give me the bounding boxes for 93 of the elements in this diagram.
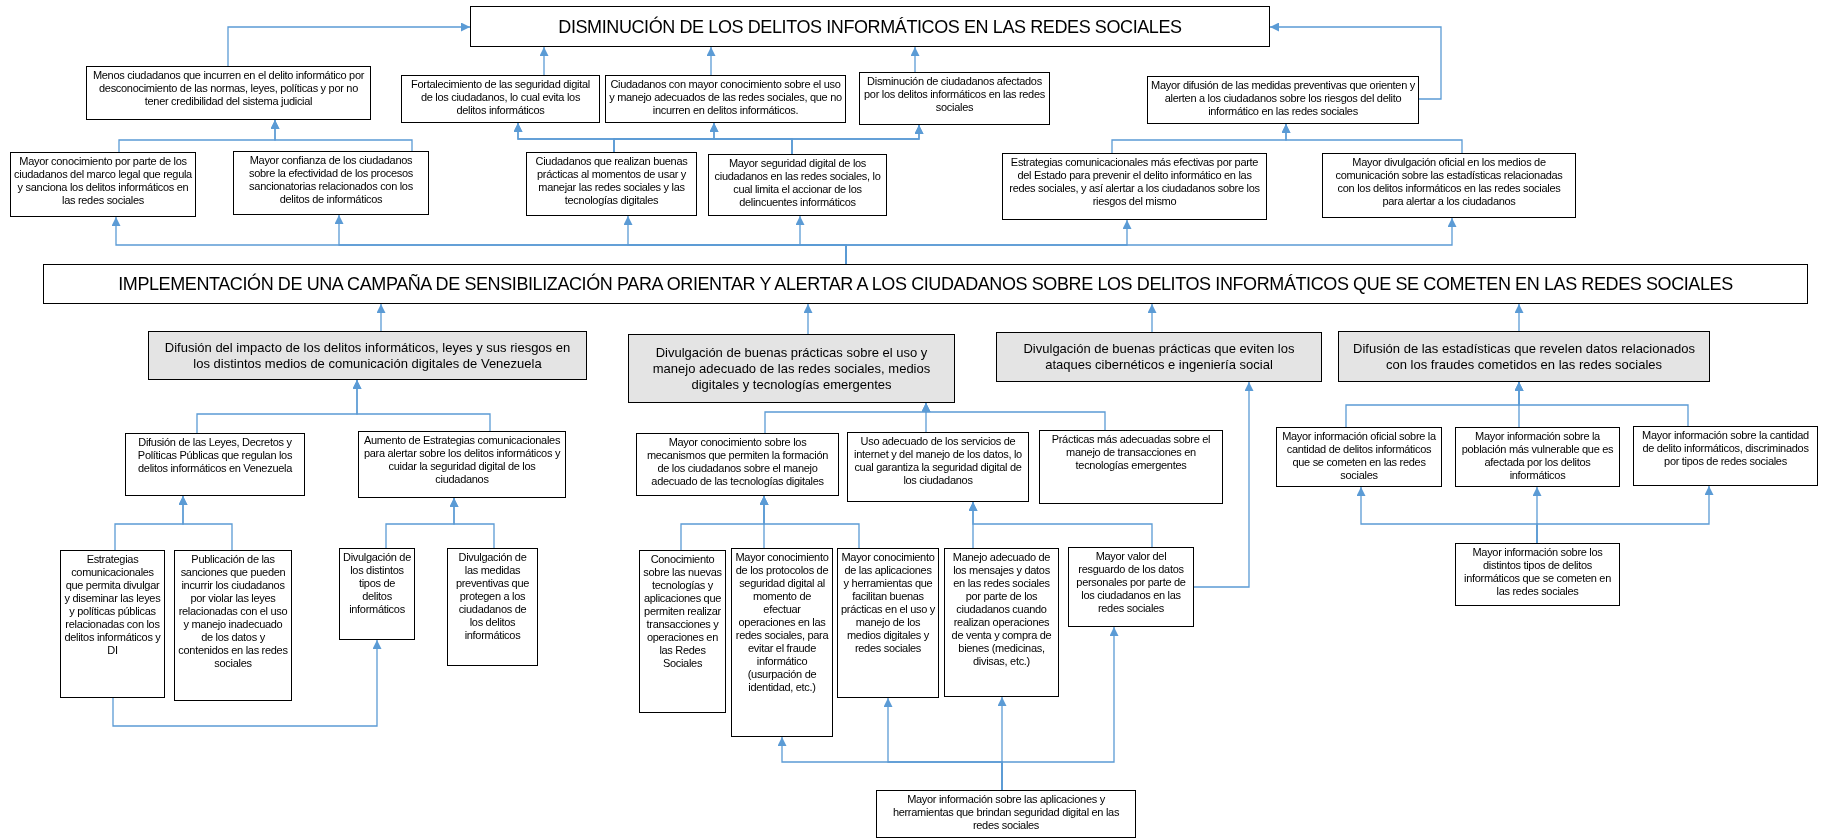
box-text: Estrategias comunicacionales más efectivas por parte del Estado para prevenir el delito informático en las redes sociales, y así alertar a los ciudadanos sobre los riesgos del mismo xyxy=(1008,156,1261,208)
box-text: Difusión de las estadísticas que revelen datos relacionados con los fraudes cometidos en las redes sociales xyxy=(1352,340,1696,373)
arrow xyxy=(706,46,716,76)
process-box xyxy=(526,152,697,216)
arrow xyxy=(1536,485,1714,544)
process-box xyxy=(358,431,566,498)
arrow xyxy=(1147,303,1157,333)
process-box xyxy=(401,75,600,123)
process-box xyxy=(731,548,833,737)
arrow xyxy=(1001,626,1119,791)
box-text: Difusión del impacto de los delitos informáticos, leyes y sus riesgos en los distintos medios de comunicación digitales de Venezuela xyxy=(163,339,572,372)
arrow xyxy=(910,46,920,73)
arrow xyxy=(227,22,471,67)
box-text: Uso adecuado de los servicios de internet y del manejo de los datos, lo cual garantiza la seguridad digital de los ciudadanos xyxy=(853,435,1023,487)
process-box xyxy=(847,432,1029,502)
box-text: Fortalecimiento de las seguridad digital de los ciudadanos, lo cual evita los delitos informáticos xyxy=(410,78,591,117)
process-box xyxy=(10,152,196,217)
box-text: Difusión de las Leyes, Decretos y Políticas Públicas que regulan los delitos informáticos en Venezuela xyxy=(136,436,294,475)
process-box xyxy=(1338,331,1710,382)
box-text: DISMINUCIÓN DE LOS DELITOS INFORMÁTICOS EN LAS REDES SOCIALES xyxy=(558,15,1182,38)
box-text: Manejo adecuado de los mensajes y datos en las redes sociales por parte de los ciudadanos cuando realizan operaciones de venta y compra de bienes (medicinas, divisas, etc.) xyxy=(950,551,1053,668)
arrow xyxy=(112,639,382,727)
box-text: Estrategias comunicacionales que permita divulgar y diseminar las leyes y políticas públicas relacionadas con los delitos informáticos y DI xyxy=(64,553,161,657)
process-box xyxy=(628,334,955,403)
arrow xyxy=(178,495,233,551)
box-text: Aumento de Estrategias comunicacionales para alertar sobre los delitos informáticos y cuidar la seguridad digital de los ciudadanos xyxy=(362,434,562,486)
process-box xyxy=(996,332,1322,382)
arrow xyxy=(1193,381,1254,588)
box-text: Mayor valor del resguardo de los datos personales por parte de los ciudadanos en las redes sociales xyxy=(1075,550,1187,615)
process-box xyxy=(447,548,538,666)
process-box xyxy=(639,550,726,713)
arrow xyxy=(352,379,491,432)
box-text: Mayor conocimiento sobre los mecanismos que permiten la formación de los ciudadanos sobre el manejo adecuado de las tecnologías digitales xyxy=(645,436,830,488)
process-box xyxy=(1455,543,1620,606)
box-text: Divulgación de buenas prácticas sobre el uso y manejo adecuado de las redes sociales, medios digitales y tecnologías emergentes xyxy=(651,344,932,393)
process-box xyxy=(708,154,887,216)
box-text: Prácticas más adecuadas sobre el manejo de transacciones en tecnologías emergentes xyxy=(1050,433,1212,472)
box-text: Mayor seguridad digital de los ciudadanos en las redes sociales, lo cual limita el accionar de los delincuentes informáticos xyxy=(713,157,882,209)
process-box xyxy=(1039,430,1223,504)
process-box xyxy=(876,790,1136,838)
title-box xyxy=(470,6,1270,47)
process-box xyxy=(636,433,839,496)
arrow xyxy=(803,303,813,335)
process-box xyxy=(148,331,587,380)
process-box xyxy=(174,550,292,701)
process-box xyxy=(1002,153,1267,220)
box-text: Mayor conocimiento por parte de los ciudadanos del marco legal que regula y sanciona los delitos informáticos en las redes sociales xyxy=(14,155,192,207)
box-text: Ciudadanos que realizan buenas prácticas al momentos de usar y manejar las redes sociales y las tecnologías digitales xyxy=(534,155,689,207)
process-box xyxy=(1068,547,1194,627)
process-box xyxy=(125,433,305,496)
process-box xyxy=(837,548,939,698)
box-text: Mayor conocimiento de los protocolos de seguridad digital al momento de efectuar operaciones en las redes sociales, para evitar el fraude informático (usurpación de identidad, etc.) xyxy=(735,551,829,694)
arrow xyxy=(968,501,1153,548)
box-text: Mayor información oficial sobre la cantidad de delitos informáticos que se cometen en las redes sociales xyxy=(1281,430,1437,482)
arrow xyxy=(376,303,386,332)
box-text: Menos ciudadanos que incurren en el delito informático por desconocimiento de las normas, leyes, políticas y por no tener credibilidad del sistema judicial xyxy=(91,69,366,108)
arrow xyxy=(1514,303,1524,332)
box-text: Divulgación de los distintos tipos de delitos informáticos xyxy=(343,551,411,616)
arrow xyxy=(270,119,413,152)
box-text: Mayor información sobre la población más vulnerable que es afectada por los delitos informáticos xyxy=(1460,430,1615,482)
box-text: Mayor información sobre la cantidad de delito informáticos, discriminados por tipos de redes sociales xyxy=(1641,429,1810,468)
box-text: Disminución de ciudadanos afectados por los delitos informáticos en las redes sociales xyxy=(863,75,1046,114)
box-text: Ciudadanos con mayor conocimiento sobre el uso y manejo adecuados de las redes sociales, que no incurren en delitos informáticos. xyxy=(609,78,842,117)
box-text: Mayor información sobre las aplicaciones y herramientas que brindan seguridad digital en las redes sociales xyxy=(891,793,1121,832)
box-text: Divulgación de las medidas preventivas que protegen a los ciudadanos de los delitos informáticos xyxy=(454,551,531,642)
box-text: Mayor confianza de los ciudadanos sobre la efectividad de los procesos sancionatorias relacionados con los delitos de informáticos xyxy=(247,154,415,206)
arrow xyxy=(539,46,549,76)
box-text: Mayor conocimiento de las aplicaciones y herramientas que facilitan buenas prácticas en el uso y manejo de los medios digitales y redes sociales xyxy=(841,551,935,655)
arrow xyxy=(449,497,495,549)
box-text: Mayor difusión de las medidas preventivas que orienten y alerten a los ciudadanos sobre los riesgos del delito informático en las redes sociales xyxy=(1151,79,1415,118)
process-box xyxy=(859,72,1050,125)
process-box xyxy=(86,66,371,120)
box-text: Divulgación de buenas prácticas que eviten los ataques cibernéticos e ingeniería social xyxy=(1022,341,1296,373)
arrow xyxy=(921,402,1106,431)
arrow xyxy=(1281,123,1463,154)
process-box xyxy=(339,548,415,640)
arrow xyxy=(1514,381,1689,427)
title-box xyxy=(43,264,1808,304)
process-box xyxy=(605,75,846,123)
arrow xyxy=(759,495,860,549)
arrow xyxy=(791,124,924,155)
process-box xyxy=(1322,153,1576,218)
box-text: IMPLEMENTACIÓN DE UNA CAMPAÑA DE SENSIBILIZACIÓN PARA ORIENTAR Y ALERTAR A LOS CIUDADANOS SOBRE LOS DELITOS INFORMÁTICOS QUE SE COMETEN EN LAS REDES SOCIALES xyxy=(118,273,1733,295)
process-box xyxy=(233,151,429,215)
arrow xyxy=(1269,22,1442,100)
process-box xyxy=(1147,76,1419,124)
process-box xyxy=(60,550,165,698)
box-text: Publicación de las sanciones que pueden incurrir los ciudadanos por violar las leyes relacionadas con el uso y manejo inadecuado de los datos y contenidos en las redes sociales xyxy=(178,553,288,670)
box-text: Mayor divulgación oficial en los medios de comunicación sobre las estadísticas relacionadas con los delitos informáticos en las redes sociales para alertar a los ciudadanos xyxy=(1334,156,1564,208)
box-text: Conocimiento sobre las nuevas tecnologías y aplicaciones que permiten realizar transacciones y operaciones en las Redes Sociales xyxy=(643,553,722,670)
process-box xyxy=(944,548,1059,697)
box-text: Mayor información sobre los distintos tipos de delitos informáticos que se cometen en las redes sociales xyxy=(1463,546,1612,598)
process-box xyxy=(1633,426,1818,486)
